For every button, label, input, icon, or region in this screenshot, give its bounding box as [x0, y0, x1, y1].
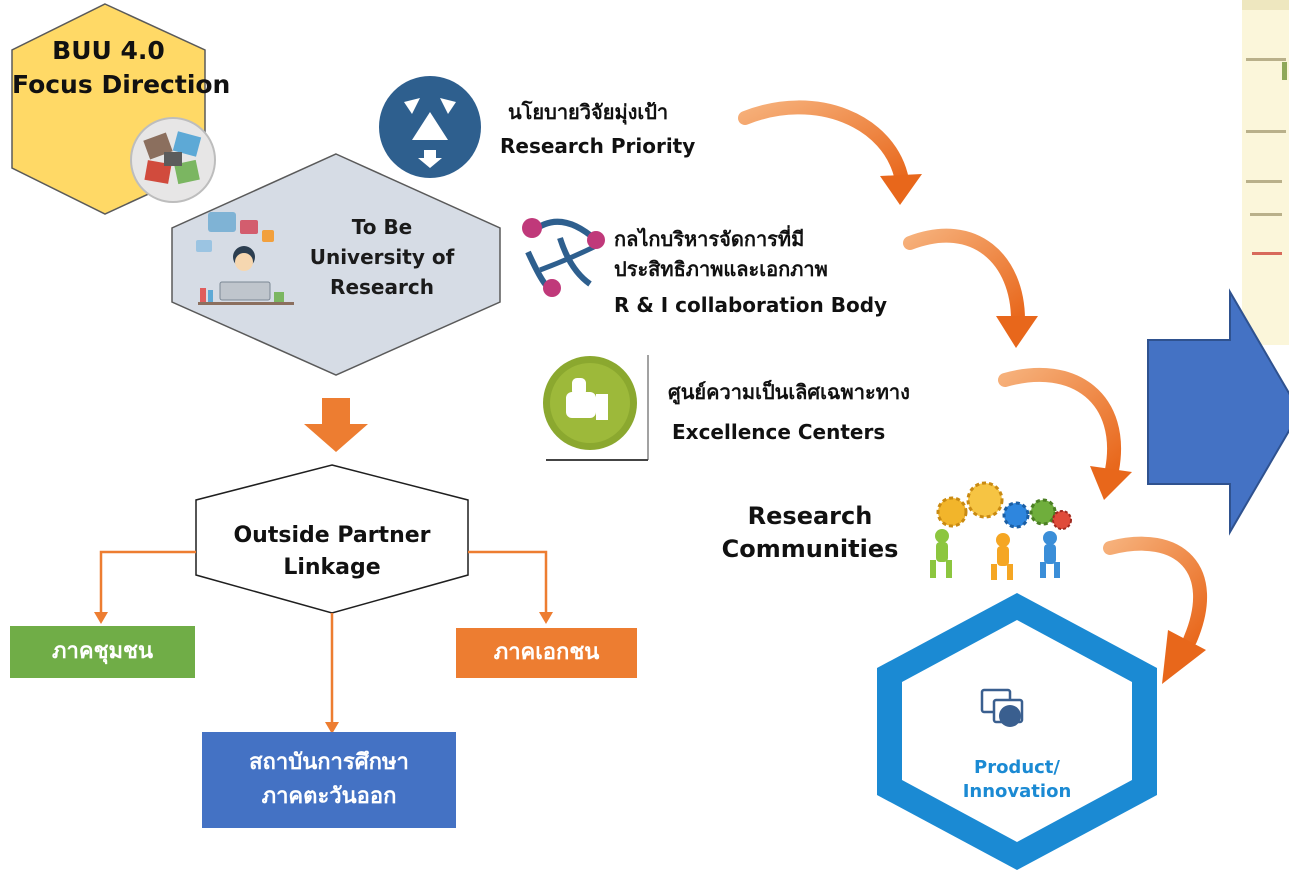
- tobe-title: To Be University of Research: [292, 212, 472, 302]
- excellence-th: ศูนย์ความเป็นเลิศเฉพาะทาง: [668, 380, 910, 404]
- communities-line2: Communities: [721, 535, 899, 563]
- mechanism-text: กลไกบริหารจัดการที่มี ประสิทธิภาพและเอกภ…: [614, 224, 887, 320]
- private-sector-box: ภาคเอกชน: [456, 628, 637, 678]
- product-innovation-hexagon: [877, 593, 1157, 870]
- excellence-text: ศูนย์ความเป็นเลิศเฉพาะทาง Excellence Cen…: [668, 372, 910, 452]
- communities-line1: Research: [747, 502, 873, 530]
- partner-connectors: [99, 550, 548, 724]
- focus-title: BUU 4.0 Focus Direction: [12, 36, 231, 100]
- curved-arrow-2: [903, 228, 1038, 348]
- focus-line2: Focus Direction: [12, 70, 231, 99]
- community-sector-box: ภาคชุมชน: [10, 626, 195, 678]
- to-be-university-hexagon: [171, 153, 501, 376]
- down-arrow: [304, 398, 368, 452]
- tobe-line3: Research: [330, 275, 434, 299]
- curved-arrow-4: [1103, 536, 1207, 684]
- mechanism-en: R & I collaboration Body: [614, 293, 888, 317]
- product-icon: [980, 688, 1024, 727]
- community-sector-label: ภาคชุมชน: [52, 639, 153, 664]
- partner-line2: Linkage: [283, 555, 381, 580]
- curved-arrows: [738, 100, 1207, 684]
- policy-text: นโยบายวิจัยมุ่งเป้า Research Priority: [500, 95, 695, 163]
- policy-th: นโยบายวิจัยมุ่งเป้า: [508, 100, 669, 124]
- mechanism-th2: ประสิทธิภาพและเอกภาพ: [614, 257, 828, 281]
- excellence-icon: [543, 355, 649, 461]
- excellence-en: Excellence Centers: [672, 420, 886, 444]
- education-line2: ภาคตะวันออก: [261, 784, 397, 809]
- product-line1: Product/: [974, 757, 1060, 778]
- tobe-line1: To Be: [351, 215, 413, 239]
- partner-line1: Outside Partner: [233, 523, 431, 548]
- education-line1: สถาบันการศึกษา: [249, 750, 409, 775]
- tobe-line2: University of: [309, 245, 455, 269]
- partner-title: Outside Partner Linkage: [196, 520, 468, 584]
- communities-text: Research Communities: [700, 500, 920, 566]
- private-sector-label: ภาคเอกชน: [493, 640, 600, 665]
- collaboration-icon: [522, 218, 605, 297]
- education-sector-box: สถาบันการศึกษา ภาคตะวันออก: [202, 732, 456, 828]
- researcher-icon: [196, 212, 294, 305]
- puzzle-icon: [130, 117, 216, 203]
- curved-arrow-3: [998, 367, 1132, 500]
- focus-line1: BUU 4.0: [52, 36, 165, 65]
- curved-arrow-1: [738, 100, 922, 205]
- big-blue-arrow: [1147, 288, 1289, 536]
- product-line2: Innovation: [962, 781, 1072, 802]
- product-text: Product/ Innovation: [917, 756, 1117, 804]
- background-thumbnail: [1242, 0, 1289, 345]
- mechanism-th1: กลไกบริหารจัดการที่มี: [614, 227, 805, 251]
- policy-en: Research Priority: [500, 134, 696, 158]
- teamwork-gears-icon: [930, 481, 1072, 580]
- policy-icon: [379, 76, 481, 178]
- connector-arrowheads: [94, 612, 553, 734]
